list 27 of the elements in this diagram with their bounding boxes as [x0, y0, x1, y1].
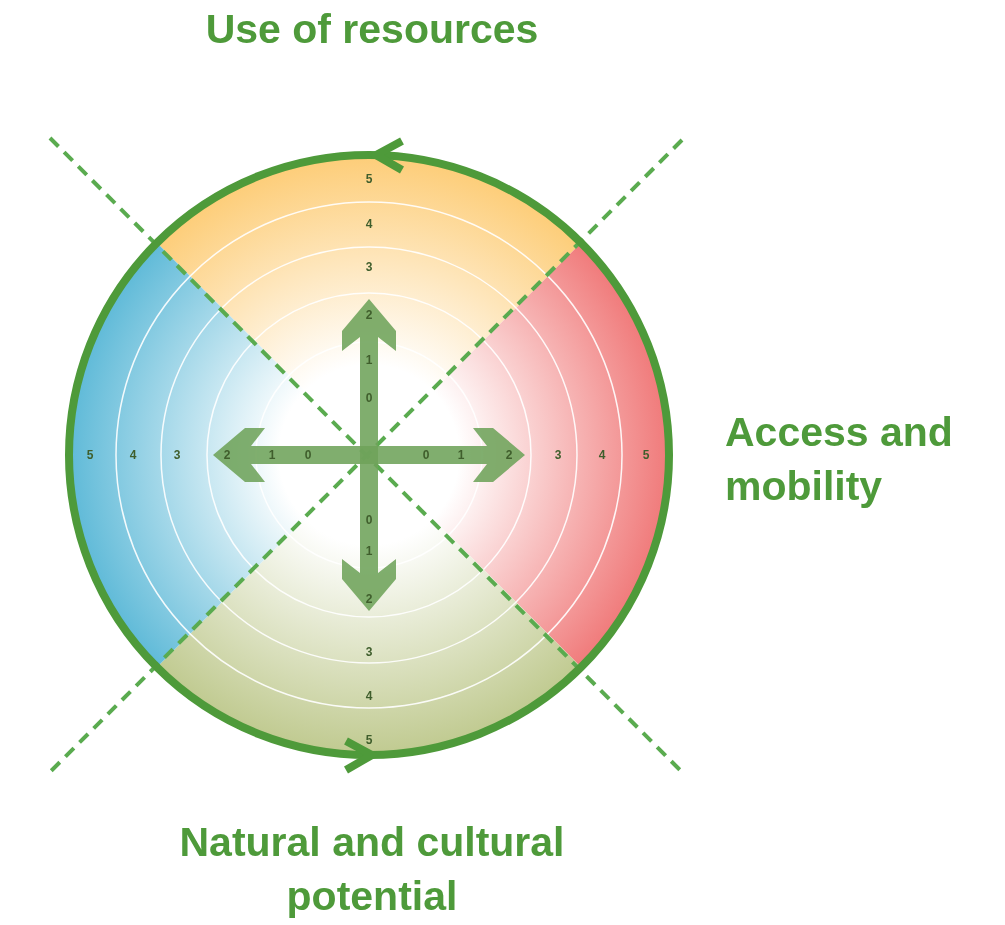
axis-label: Access and mobility	[725, 408, 954, 511]
scale-number: 5	[642, 448, 650, 462]
scale-number: 4	[365, 689, 373, 703]
scale-number: 1	[365, 353, 373, 367]
scale-number: 0	[365, 391, 373, 405]
scale-number: 0	[422, 448, 430, 462]
axis-label: Natural and cultural potential	[178, 818, 566, 921]
scale-number: 1	[365, 544, 373, 558]
scale-number: 4	[598, 448, 606, 462]
scale-number: 5	[365, 733, 373, 747]
axis-label: Use of resources	[204, 5, 540, 54]
scale-number: 4	[365, 217, 373, 231]
scale-number: 2	[505, 448, 513, 462]
scale-number: 1	[457, 448, 465, 462]
scale-number: 3	[173, 448, 181, 462]
scale-number: 0	[304, 448, 312, 462]
scale-number: 3	[554, 448, 562, 462]
scale-number: 5	[86, 448, 94, 462]
scale-number: 3	[365, 645, 373, 659]
scale-number: 0	[365, 513, 373, 527]
scale-number: 2	[223, 448, 231, 462]
scale-number: 3	[365, 260, 373, 274]
scale-number: 5	[365, 172, 373, 186]
scale-number: 4	[129, 448, 137, 462]
scale-number: 2	[365, 592, 373, 606]
scale-number: 2	[365, 308, 373, 322]
scale-number: 1	[268, 448, 276, 462]
